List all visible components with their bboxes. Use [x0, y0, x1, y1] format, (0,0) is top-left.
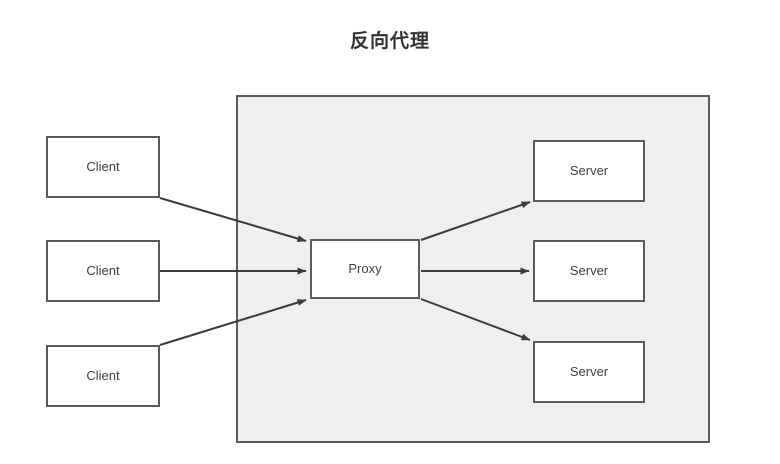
node-label: Server: [569, 364, 609, 379]
node-label: Client: [86, 159, 120, 174]
node-proxy: Proxy: [310, 239, 420, 299]
node-client-3: Client: [46, 345, 160, 407]
node-label: Server: [569, 163, 609, 178]
node-label: Proxy: [348, 261, 382, 276]
node-label: Client: [86, 263, 120, 278]
node-server-3: Server: [533, 341, 645, 403]
node-client-1: Client: [46, 136, 160, 198]
page-title: 反向代理: [349, 31, 430, 52]
node-server-1: Server: [533, 140, 645, 202]
node-label: Client: [86, 368, 120, 383]
node-client-2: Client: [46, 240, 160, 302]
node-server-2: Server: [533, 240, 645, 302]
node-label: Server: [569, 263, 609, 278]
